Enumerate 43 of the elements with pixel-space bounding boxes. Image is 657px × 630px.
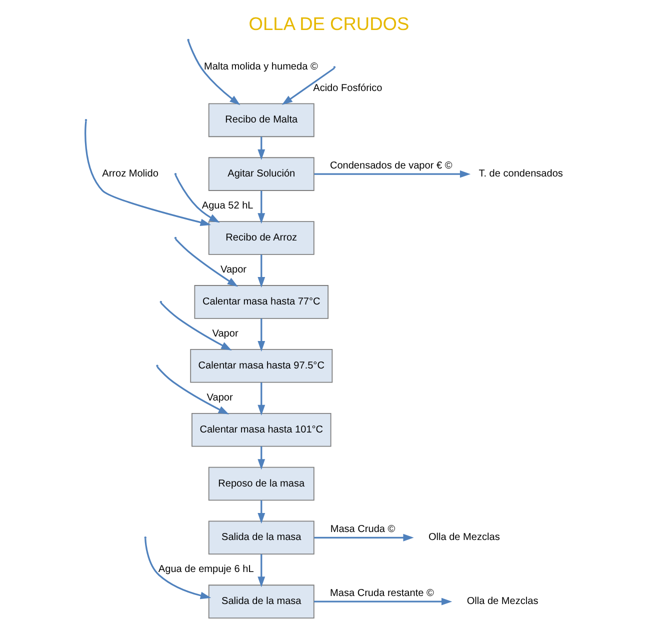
arrow bbox=[314, 598, 452, 606]
node-box: Salida de la masa bbox=[208, 520, 314, 555]
edge-label: Malta molida y humeda © bbox=[203, 62, 318, 73]
arrow bbox=[281, 67, 334, 105]
arrow bbox=[257, 190, 265, 224]
arrow bbox=[257, 446, 265, 470]
arrow bbox=[257, 254, 265, 288]
node-text: Olla de Mezclas bbox=[466, 596, 538, 608]
edge-label: Vapor bbox=[220, 264, 246, 276]
arrow bbox=[156, 366, 229, 414]
arrow bbox=[314, 170, 470, 178]
node-box: Recibo de Malta bbox=[208, 103, 314, 138]
arrow bbox=[84, 121, 210, 226]
node-box: Calentar masa hasta 97.5°C bbox=[190, 349, 332, 383]
edge-label: Agua de empuje 6 hL bbox=[158, 564, 254, 576]
edge-label: Acido Fosfórico bbox=[312, 82, 382, 94]
edge-label: Arroz Molido bbox=[102, 168, 158, 180]
node-text: Olla de Mezclas bbox=[428, 532, 500, 544]
node-text: T. de condensados bbox=[478, 168, 562, 180]
diagram-title: OLLA DE CRUDOS bbox=[248, 13, 409, 34]
arrow bbox=[257, 554, 265, 588]
arrow bbox=[174, 238, 238, 287]
node-box: Reposo de la masa bbox=[208, 466, 314, 501]
node-box: Agitar Solución bbox=[208, 157, 314, 191]
edge-label: Vapor bbox=[206, 392, 232, 404]
edge-label: Vapor bbox=[212, 328, 238, 340]
arrow bbox=[257, 136, 265, 160]
node-box: Salida de la masa bbox=[208, 584, 314, 618]
edge-label: Condensados de vapor € © bbox=[329, 160, 452, 172]
arrow bbox=[257, 318, 265, 352]
arrow bbox=[314, 534, 414, 542]
edge-label: Masa Cruda restante © bbox=[330, 588, 434, 599]
arrow bbox=[160, 302, 232, 350]
arrow bbox=[257, 382, 265, 416]
edge-label: Agua 52 hL bbox=[201, 200, 253, 212]
edge-label: Masa Cruda © bbox=[330, 524, 395, 535]
node-box: Calentar masa hasta 101°C bbox=[191, 412, 331, 447]
arrow bbox=[144, 538, 211, 600]
arrow bbox=[174, 174, 220, 226]
node-box: Calentar masa hasta 77°C bbox=[194, 285, 328, 319]
arrow bbox=[187, 40, 240, 106]
arrow bbox=[257, 500, 265, 524]
node-box: Recibo de Arroz bbox=[208, 221, 314, 255]
